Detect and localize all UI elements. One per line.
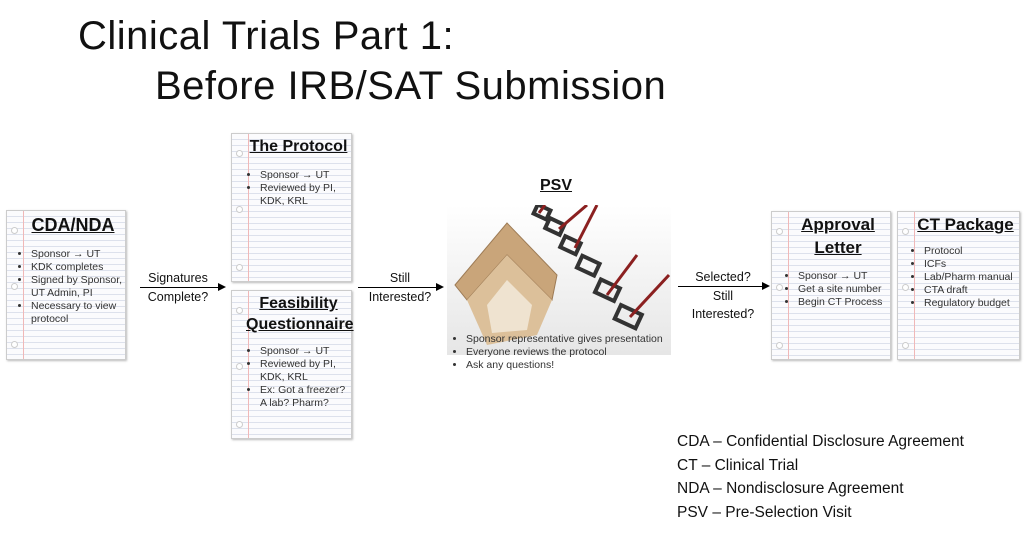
psv-list: Sponsor representative gives presentatio… (446, 333, 666, 372)
legend-item: CDA – Confidential Disclosure Agreement (677, 433, 964, 450)
slide-title-line2: Before IRB/SAT Submission (155, 64, 667, 108)
list-item: CTA draft (924, 284, 1019, 297)
list-item: Begin CT Process (798, 296, 890, 309)
arrow-label: Interested? (691, 307, 755, 321)
arrow-label: Complete? (147, 290, 209, 304)
house-checklist-image (447, 205, 671, 355)
arrow-signatures (140, 283, 226, 291)
list-item: Ask any questions! (466, 359, 666, 372)
list-item: Regulatory budget (924, 297, 1019, 310)
legend-item: PSV – Pre-Selection Visit (677, 503, 852, 521)
legend-item: NDA – Nondisclosure Agreement (677, 480, 904, 497)
card-title-line1: Approval (801, 215, 875, 234)
list-item: Sponsor → UT (798, 270, 890, 283)
card-title-line2: Letter (814, 238, 862, 257)
list-item: Reviewed by PI, KDK, KRL (260, 358, 351, 384)
list-item: Sponsor → UT (31, 248, 125, 261)
card-protocol: The Protocol Sponsor → UT Reviewed by PI… (231, 133, 352, 282)
list-item: Lab/Pharm manual (924, 271, 1019, 284)
card-title-line2: Questionnaire (246, 316, 354, 333)
abbreviation-legend: CDA – Confidential Disclosure Agreement … (677, 430, 964, 524)
card-title-line1: Feasibility (259, 295, 338, 312)
list-item: Sponsor representative gives presentatio… (466, 333, 666, 346)
psv-title: PSV (540, 177, 573, 194)
arrow-label: Selected? (695, 270, 751, 284)
arrow-label: Still (389, 271, 411, 285)
card-title: CDA/NDA (31, 215, 115, 235)
list-item: Reviewed by PI, KDK, KRL (260, 182, 351, 208)
list-item: Necessary to view protocol (31, 300, 125, 326)
legend-item: CT – Clinical Trial (677, 456, 799, 474)
list-item: Sponsor → UT (260, 345, 351, 358)
card-ct-package: CT Package Protocol ICFs Lab/Pharm manua… (897, 211, 1020, 360)
card-approval-letter: Approval Letter Sponsor → UT Get a site … (771, 211, 891, 360)
list-item: Get a site number (798, 283, 890, 296)
card-title: CT Package (917, 215, 1014, 234)
card-title: The Protocol (249, 138, 348, 155)
list-item: Sponsor → UT (260, 169, 351, 182)
card-feasibility-questionnaire: Feasibility Questionnaire Sponsor → UT R… (231, 290, 354, 439)
list-item: Everyone reviews the protocol (466, 346, 666, 359)
list-item: Ex: Got a freezer? A lab? Pharm? (260, 384, 351, 410)
list-item: Signed by Sponsor, UT Admin, PI (31, 274, 125, 300)
arrow-label: Still (712, 289, 734, 303)
arrow-label: Interested? (368, 290, 432, 304)
list-item: ICFs (924, 258, 1019, 271)
arrow-selected (678, 282, 770, 290)
card-cda-nda: CDA/NDA Sponsor → UT KDK completes Signe… (6, 210, 126, 360)
arrow-label: Signatures (148, 271, 208, 285)
list-item: Protocol (924, 245, 1019, 258)
list-item: KDK completes (31, 261, 125, 274)
arrow-still-interested (358, 283, 444, 291)
slide-title-line1: Clinical Trials Part 1: (78, 14, 455, 58)
